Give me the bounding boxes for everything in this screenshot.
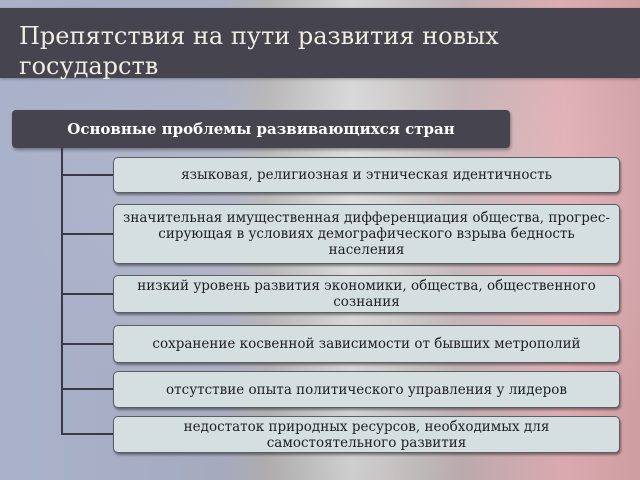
title-bar: Препятствия на пути развития новых госуд… bbox=[0, 8, 640, 80]
problem-item-dependency: сохранение косвенной зависимости от бывш… bbox=[113, 325, 620, 363]
slide-title: Препятствия на пути развития новых госуд… bbox=[19, 22, 499, 80]
problem-item-resources: недостаток природных ресурсов, необходим… bbox=[113, 416, 620, 453]
problem-item-experience: отсутствие опыта политического управлени… bbox=[113, 371, 620, 408]
item-label: недостаток природных ресурсов, необходим… bbox=[183, 418, 550, 451]
diagram-heading: Основные проблемы развивающихся стран bbox=[12, 110, 510, 148]
item-label: сохранение косвенной зависимости от бывш… bbox=[152, 336, 581, 352]
connector-branch bbox=[61, 233, 113, 235]
item-label: низкий уровень развития экономики, общес… bbox=[137, 278, 596, 310]
item-label: значительная имущественная дифференциаци… bbox=[123, 210, 610, 258]
item-label: языковая, религиозная и этническая идент… bbox=[181, 167, 552, 183]
connector-branch bbox=[61, 433, 113, 435]
item-label: отсутствие опыта политического управлени… bbox=[166, 381, 567, 398]
connector-branch bbox=[61, 388, 113, 390]
problem-item-development: низкий уровень развития экономики, общес… bbox=[113, 275, 620, 313]
connector-branch bbox=[61, 174, 113, 176]
problem-item-inequality: значительная имущественная дифференциаци… bbox=[113, 204, 620, 264]
connector-trunk bbox=[61, 148, 63, 434]
connector-branch bbox=[61, 293, 113, 295]
problem-item-identity: языковая, религиозная и этническая идент… bbox=[113, 157, 620, 193]
connector-branch bbox=[61, 343, 113, 345]
